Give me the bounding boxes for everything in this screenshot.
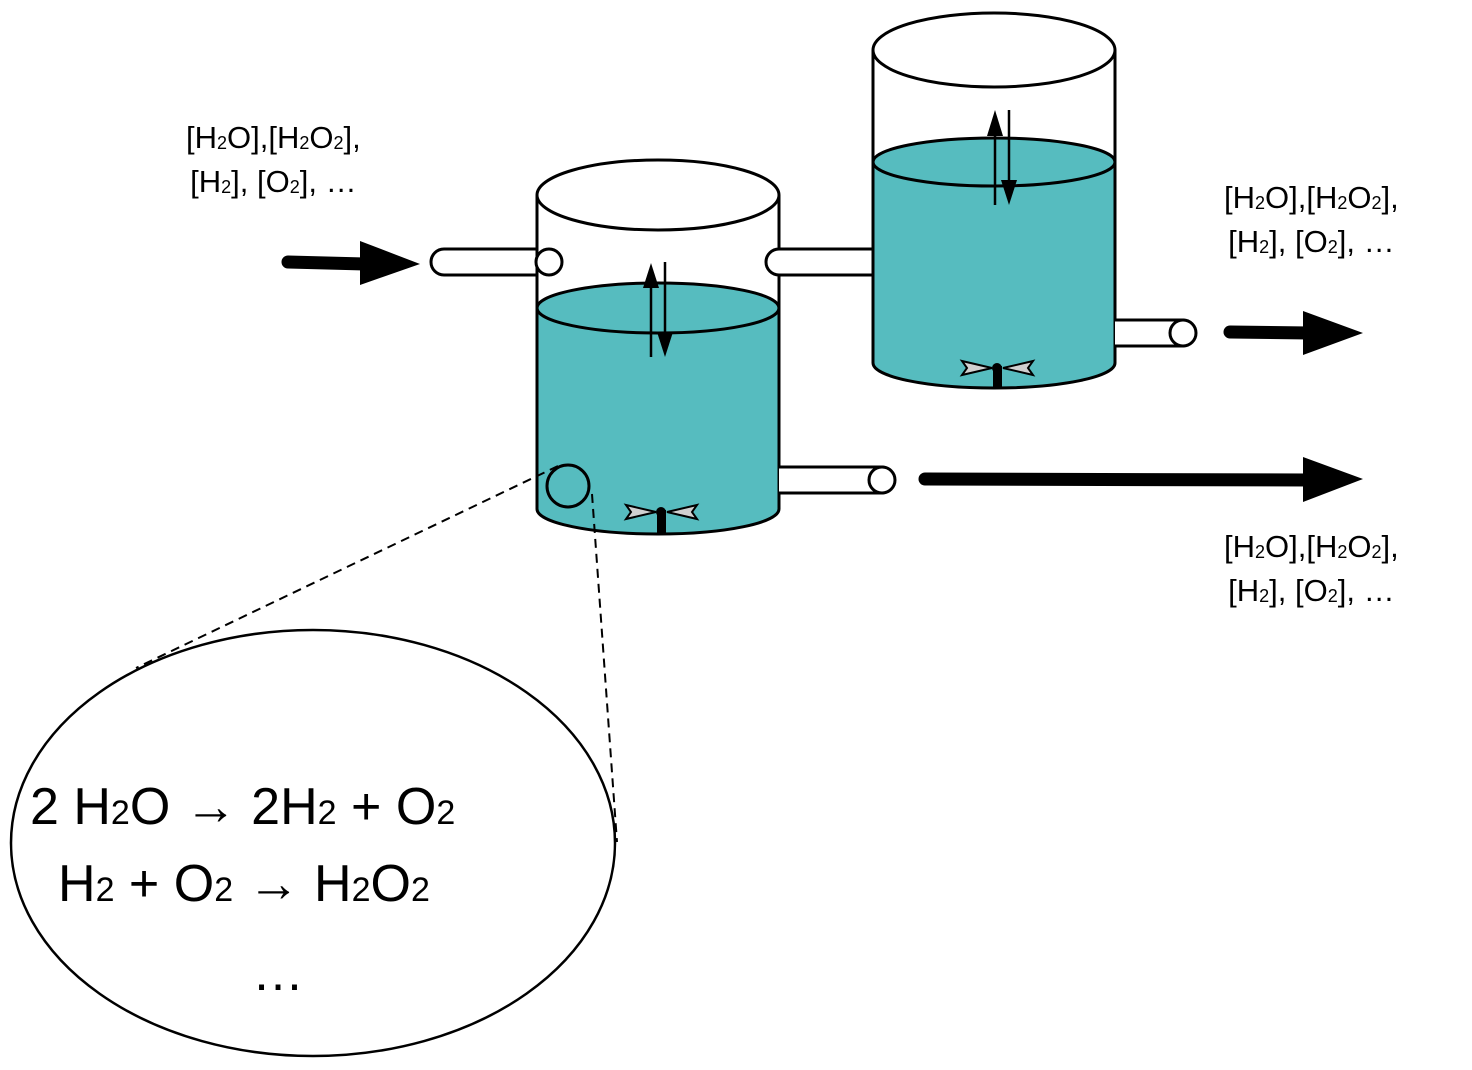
reactor-2-gas-exchange-arrows [987,110,1017,205]
subscript: 2 [1255,542,1266,562]
outlet-arrow-bottom [918,457,1363,502]
subscript: 2 [1371,542,1382,562]
zoom-callout-lines [135,465,618,843]
reactor-1-liquid-surface [535,281,781,335]
subscript: 2 [1371,193,1382,213]
label-line-1: [H2O],[H2O2], [186,120,361,155]
reaction-zoom-bubble [9,628,617,1058]
reaction-equation-more: … [252,944,304,1002]
subscript: 2 [1259,237,1270,257]
reactor-2-top-rim [871,11,1117,89]
subscript: 2 [410,871,430,909]
subscript: 2 [1259,586,1270,606]
subscript: 2 [317,794,337,832]
label-line-1: [H2O],[H2O2], [1224,180,1399,215]
outlet-top-concentrations-label: [H2O],[H2O2], [H2], [O2], … [1224,178,1399,266]
subscript: 2 [221,177,232,197]
subscript: 2 [1327,586,1338,606]
label-line-2: [H2], [O2], … [190,164,357,199]
reactor-1-zoom-region [545,463,591,509]
reaction-equation-1: 2 H2O → 2H2 + O2 [30,778,456,836]
subscript: 2 [1255,193,1266,213]
reactor-1-gas-exchange-arrows [643,262,673,357]
reactor-1-liquid [537,308,779,534]
subscript: 2 [217,133,228,153]
reactor-1 [429,158,897,536]
subscript: 2 [299,133,310,153]
subscript: 2 [289,177,300,197]
reactor-2-liquid [873,162,1115,388]
reactor-1-top-rim [535,158,781,232]
subscript: 2 [333,133,344,153]
outlet-arrow-top [1223,311,1363,355]
subscript: 2 [436,794,456,832]
subscript: 2 [351,871,371,909]
subscript: 2 [214,871,234,909]
inlet-concentrations-label: [H2O],[H2O2], [H2], [O2], … [186,118,361,206]
label-line-2: [H2], [O2], … [1228,224,1395,259]
transfer-pipe [764,247,873,277]
outlet-bottom-concentrations-label: [H2O],[H2O2], [H2], [O2], … [1224,527,1399,615]
subscript: 2 [1337,193,1348,213]
inlet-arrow [281,241,420,285]
reactor-2-impeller [959,359,1036,388]
subscript: 2 [110,794,130,832]
reactor-1-outlet-pipe [779,465,897,495]
reactor-2 [871,11,1198,390]
reactor-1-inlet-pipe [429,247,537,277]
subscript: 2 [1337,542,1348,562]
subscript: 2 [95,871,115,909]
reactor-2-outlet-pipe [1115,318,1198,348]
subscript: 2 [1327,237,1338,257]
label-line-2: [H2], [O2], … [1228,573,1395,608]
reactor-1-impeller [623,503,700,533]
label-line-1: [H2O],[H2O2], [1224,529,1399,564]
reaction-equation-2: H2 + O2 → H2O2 [58,855,430,913]
